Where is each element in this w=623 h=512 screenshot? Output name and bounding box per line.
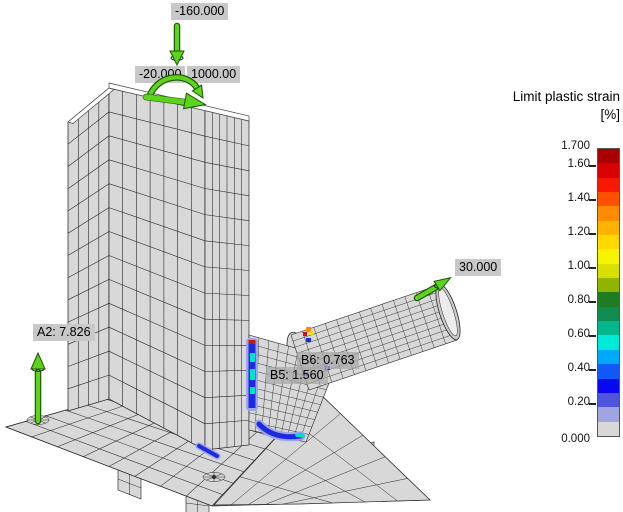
base-plate-fan-mesh — [213, 391, 431, 506]
colorbar-segment — [598, 235, 619, 250]
legend-tick-label: 0.60 — [567, 328, 590, 340]
strain-blue-spot — [306, 338, 311, 342]
legend-tick-mark — [589, 301, 596, 303]
colorbar-segment — [598, 421, 619, 436]
load-arrows — [30, 22, 452, 425]
colorbar-segment — [598, 306, 619, 322]
legend-tick-label: 0.40 — [567, 362, 590, 374]
legend-tick-mark — [589, 199, 596, 201]
label-tube-force[interactable]: 30.000 — [455, 259, 502, 276]
colorbar-segment — [598, 378, 619, 393]
label-bolt-b5[interactable]: B5: 1.560 — [266, 367, 328, 384]
label-bolt-b6[interactable]: B6: 0.763 — [297, 352, 359, 369]
strain-yellow-spot — [310, 331, 313, 335]
strain-cyan-tip — [295, 433, 305, 438]
legend-tick-mark — [589, 335, 596, 337]
legend-tick-label: 1.60 — [567, 158, 590, 170]
legend-title-line2: [%] — [600, 106, 620, 122]
strain-red-peak — [248, 340, 256, 344]
colorbar-segment — [598, 206, 619, 221]
legend-tick-mark — [589, 233, 596, 235]
colorbar-segment — [598, 292, 619, 307]
colorbar-segment — [598, 349, 619, 365]
legend-tick-label: 0.80 — [567, 294, 590, 306]
colorbar-segment — [598, 249, 619, 264]
column-flange-left — [67, 87, 110, 412]
legend-tick-label: 1.40 — [567, 192, 590, 204]
label-axial-force[interactable]: -160.000 — [171, 3, 229, 20]
column-web — [108, 87, 206, 451]
legend-colorbar — [597, 148, 620, 437]
legend-title: Limit plastic strain [%] — [513, 88, 620, 123]
anchor-node-2 — [202, 472, 226, 482]
mesh-root — [4, 82, 461, 512]
column-flange-right — [204, 109, 250, 451]
colorbar-segment — [598, 321, 619, 336]
strain-streak — [197, 444, 219, 458]
colorbar-segment — [598, 278, 619, 293]
strain-cyan-segment — [250, 387, 255, 394]
colorbar-segment — [598, 364, 619, 379]
label-moment[interactable]: 1000.00 — [187, 66, 241, 83]
anchor-force-arrow-icon — [30, 351, 46, 425]
colorbar-segment — [598, 149, 619, 164]
colorbar-segment — [598, 163, 619, 178]
legend-tick-mark — [589, 165, 596, 167]
force-arrow-horizontal-icon — [142, 92, 207, 110]
colorbar-segment — [598, 263, 619, 279]
strain-orange-spot — [306, 327, 311, 332]
legend-min-label: 0.000 — [561, 433, 590, 445]
colorbar-segment — [598, 392, 619, 408]
legend-tick-label: 0.20 — [567, 396, 590, 408]
strain-cyan-segment — [250, 353, 255, 362]
strain-cyan-segment — [250, 369, 255, 380]
colorbar-segment — [598, 192, 619, 207]
colorbar-segment — [598, 220, 619, 236]
tube-force-arrow-icon — [413, 276, 452, 302]
colorbar-segment — [598, 335, 619, 350]
strain-red-spot — [303, 332, 307, 336]
legend-tick-mark — [589, 267, 596, 269]
colorbar-segment — [598, 177, 619, 193]
legend-tick-mark — [589, 369, 596, 371]
legend-tick-mark — [589, 403, 596, 405]
force-arrow-down-icon — [169, 22, 185, 67]
legend-tick-label: 1.00 — [567, 260, 590, 272]
legend-max-label: 1.700 — [561, 140, 590, 152]
colorbar-segment — [598, 407, 619, 422]
legend-title-line1: Limit plastic strain — [512, 89, 620, 104]
label-anchor-a2[interactable]: A2: 7.826 — [33, 324, 95, 341]
legend-tick-label: 1.20 — [567, 226, 590, 238]
